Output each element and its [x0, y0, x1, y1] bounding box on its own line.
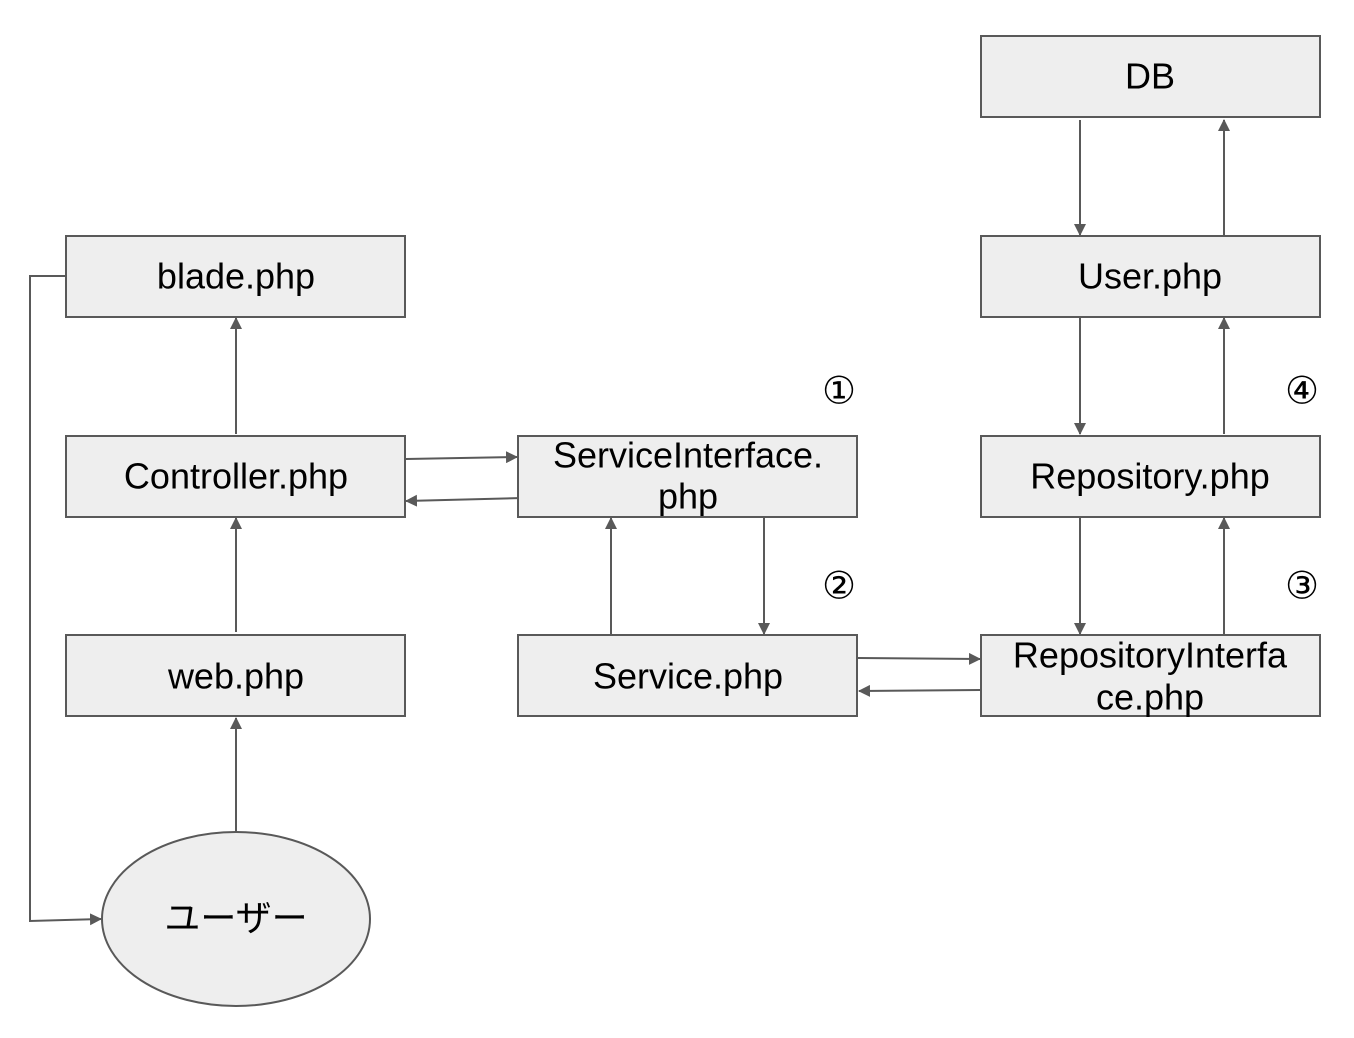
edge-repository-interface-to-service: [858, 684, 981, 697]
node-db-label: DB: [1125, 56, 1175, 97]
node-repository-interface-label-line2: ce.php: [1096, 677, 1204, 718]
edges: [29, 119, 1230, 926]
node-user-actor: ユーザー: [101, 831, 371, 1007]
node-controller-label: Controller.php: [124, 456, 348, 497]
edge-service-interface-to-controller: [405, 494, 523, 507]
step-marker-2: ②: [822, 564, 856, 608]
node-user-model-label: User.php: [1078, 256, 1222, 297]
step-marker-3: ③: [1285, 564, 1319, 608]
node-web: web.php: [65, 634, 406, 717]
node-blade-label: blade.php: [157, 256, 315, 297]
node-service-interface-label-line1: ServiceInterface.: [553, 435, 823, 476]
step-marker-1: ①: [822, 369, 856, 413]
node-repository-interface: RepositoryInterfa ce.php: [980, 634, 1321, 718]
node-repository-label: Repository.php: [1030, 456, 1269, 497]
node-repository: Repository.php: [980, 435, 1321, 518]
step-marker-4: ④: [1285, 369, 1319, 413]
node-repository-interface-label-line1: RepositoryInterfa: [1013, 635, 1288, 676]
node-user-actor-label: ユーザー: [164, 898, 307, 939]
node-service-label: Service.php: [593, 656, 783, 697]
node-blade: blade.php: [65, 235, 406, 318]
node-web-label: web.php: [167, 656, 304, 697]
node-user-model: User.php: [980, 235, 1321, 318]
node-service-interface-label-line2: php: [658, 476, 718, 517]
edge-service-to-repository-interface: [857, 652, 981, 665]
node-controller: Controller.php: [65, 435, 406, 518]
edge-controller-to-service-interface: [405, 451, 518, 464]
node-db: DB: [980, 35, 1321, 118]
node-service: Service.php: [517, 634, 858, 717]
node-service-interface: ServiceInterface. php: [517, 435, 858, 518]
edge-blade-to-user: [29, 275, 102, 926]
